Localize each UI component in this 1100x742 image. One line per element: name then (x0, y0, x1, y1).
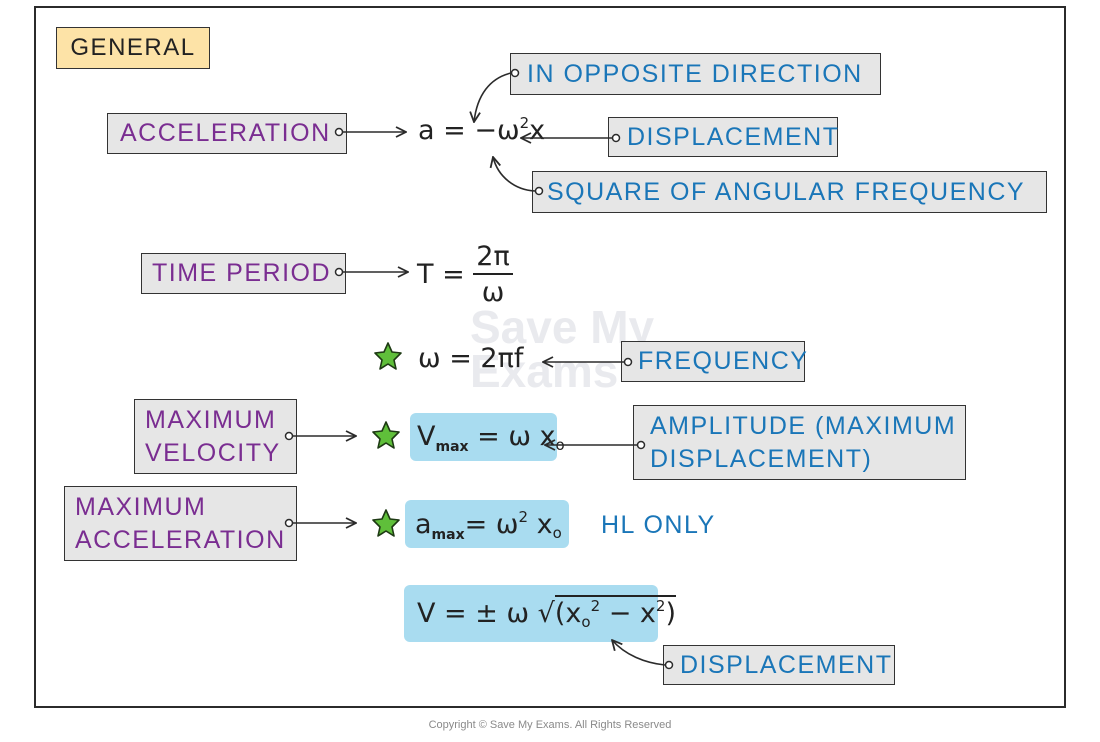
angular-frequency-equation: ω = 2πf (418, 343, 524, 374)
frequency-note: FREQUENCY (621, 341, 807, 382)
max-acceleration-highlight (405, 500, 569, 548)
velocity-highlight (404, 585, 658, 642)
connector-dot (284, 518, 294, 528)
arrow-velocity-displacement (612, 640, 666, 666)
connector-dot (510, 68, 520, 78)
max-velocity-highlight (410, 413, 557, 461)
max-acceleration-equation: amax= ω2 xo (415, 508, 562, 543)
velocity-displacement-note: DISPLACEMENT (663, 645, 895, 685)
arrow-opposite-direction (474, 72, 512, 122)
square-root-bar: (xo2 − x2) (554, 595, 676, 631)
connector-dot (623, 357, 633, 367)
star-icon (372, 421, 400, 449)
copyright-notice: Copyright © Save My Exams. All Rights Re… (428, 719, 672, 731)
connector-dot (334, 127, 344, 137)
connector-dot (664, 660, 674, 670)
max-velocity-equation: Vmax = ω xo (417, 421, 565, 455)
velocity-equation: V = ± ω √(xo2 − x2) (417, 595, 676, 631)
watermark: Save My Exams (470, 301, 655, 397)
acceleration-label: ACCELERATION (107, 113, 347, 154)
connector-dot (534, 186, 544, 196)
arrow-angular-frequency (493, 157, 536, 192)
connector-dot (636, 440, 646, 450)
max-velocity-label: MAXIMUM VELOCITY (134, 399, 297, 474)
connector-dot (284, 431, 294, 441)
connector-dot (611, 133, 621, 143)
displacement-note: DISPLACEMENT (608, 117, 838, 157)
acceleration-equation: a = −ω2x (418, 114, 546, 146)
star-icon (374, 342, 402, 370)
time-period-label: TIME PERIOD (141, 253, 346, 294)
opposite-direction-note: IN OPPOSITE DIRECTION (510, 53, 881, 95)
connector-dot (334, 267, 344, 277)
hl-only-note: HL ONLY (601, 511, 716, 539)
star-icon (372, 509, 400, 537)
max-acceleration-label: MAXIMUM ACCELERATION (64, 486, 297, 561)
amplitude-note: AMPLITUDE (MAXIMUM DISPLACEMENT) (633, 405, 966, 480)
general-label: GENERAL (56, 27, 210, 69)
angular-frequency-note: SQUARE OF ANGULAR FREQUENCY (532, 171, 1047, 213)
